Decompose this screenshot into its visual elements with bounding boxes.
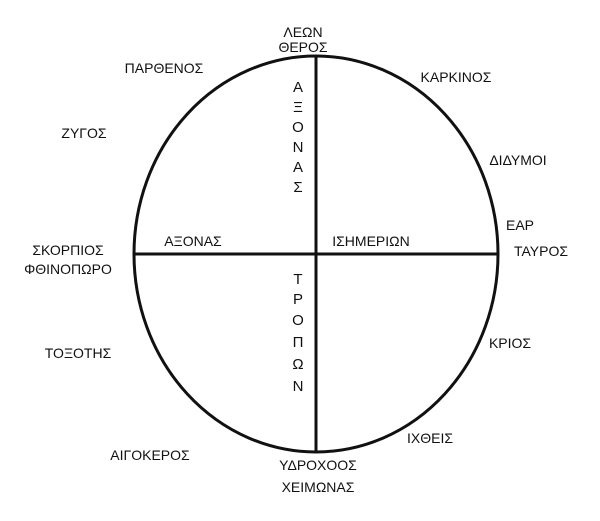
axis-top-letter: Ν [293,139,304,156]
label-leon: ΛΕΩΝ [283,24,322,40]
axis-bottom-letter: Π [293,334,304,351]
label-ichtheis: ΙΧΘΕΙΣ [407,430,453,446]
axis-top-letter: Ο [292,119,304,136]
label-toxotis: ΤΟΞΟΤΗΣ [45,345,112,361]
axis-bottom-letter: Ω [292,356,303,373]
axis-top-letter: Ξ [293,99,303,116]
label-tavros: ΤΑΥΡΟΣ [514,243,568,259]
label-skorpios: ΣΚΟΡΠΙΟΣ [32,242,104,258]
label-parthenos: ΠΑΡΘΕΝΟΣ [125,60,204,76]
label-karkinos: ΚΑΡΚΙΝΟΣ [421,69,492,85]
axis-label-isimerion: ΙΣΗΜΕΡΙΩΝ [332,233,409,249]
axis-bottom-letter: Τ [293,271,302,288]
axis-bottom-letter: Ο [292,312,304,329]
label-ydrochoos: ΥΔΡΟΧΟΟΣ [279,457,357,473]
label-krios: ΚΡΙΟΣ [489,335,531,351]
label-didymoi: ΔΙΔΥΜΟΙ [489,152,546,168]
axis-top-letter: Σ [293,179,302,196]
label-fthinoporo: ΦΘΙΝΟΠΩΡΟ [24,261,112,277]
label-zygos: ΖΥΓΟΣ [61,125,106,141]
axis-bottom-letter: Ρ [293,291,303,308]
label-cheimonas: ΧΕΙΜΩΝΑΣ [282,479,355,495]
axis-label-axonas: ΑΞΟΝΑΣ [164,233,222,249]
label-ear: ΕΑΡ [506,217,534,233]
axis-bottom-letter: Ν [293,378,304,395]
label-aigokeros: ΑΙΓΟΚΕΡΟΣ [110,447,190,463]
axis-top-letter: Α [293,79,303,96]
axis-top-letter: Α [293,159,303,176]
label-theros: ΘΕΡΟΣ [278,39,327,55]
